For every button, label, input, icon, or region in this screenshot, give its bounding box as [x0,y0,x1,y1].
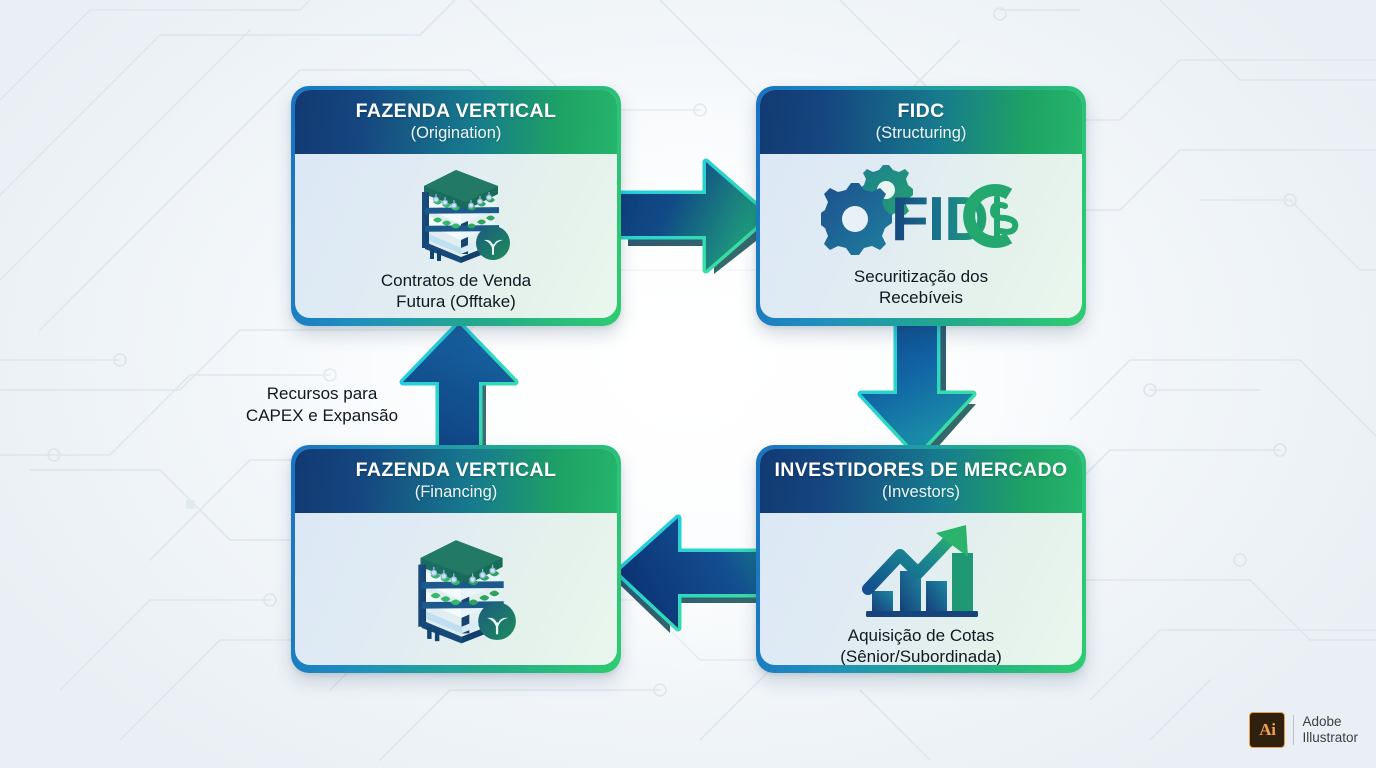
card-title: FIDC [897,100,945,122]
adobe-illustrator-watermark: Ai Adobe Illustrator [1249,712,1358,748]
caption-line2: Futura (Offtake) [396,292,516,312]
card-header-origination: FAZENDA VERTICAL (Origination) [295,90,617,154]
card-title: FAZENDA VERTICAL [355,459,557,481]
fidc-gears-dollar-icon: FID [821,164,1019,255]
dollar-c-icon [963,183,1019,248]
card-fidc-structuring[interactable]: FIDC (Structuring) FID [756,86,1086,326]
adobe-illustrator-icon: Ai [1249,712,1286,748]
caption-line1: Securitização dos [853,266,989,286]
arrow-investors-to-financing [614,514,776,633]
card-header-investors: INVESTIDORES DE MERCADO (Investors) [760,449,1082,513]
card-subtitle: (Structuring) [875,124,967,143]
watermark-text: Adobe Illustrator [1302,714,1358,746]
bar-1 [872,590,893,611]
bar-2 [900,570,921,611]
watermark-brand: Adobe [1302,714,1342,730]
card-subtitle: (Origination) [410,124,502,143]
caption-line1: Contratos de Venda [380,270,532,290]
bar-4 [952,552,973,611]
flow-label-line1: Recursos para [266,384,378,403]
card-header-structuring: FIDC (Structuring) [760,90,1082,154]
gear-large-icon [821,182,892,255]
growth-chart-arrow-icon [862,524,978,617]
card-caption-structuring: Securitização dos Recebíveis [854,266,988,310]
card-body-investors: Aquisição de Cotas (Sênior/Subordinada) [760,513,1082,665]
vertical-farm-icon [418,540,516,644]
flow-label-capex: Recursos para CAPEX e Expansão [232,383,412,427]
card-subtitle: (Investors) [882,483,960,502]
card-subtitle: (Financing) [414,483,498,502]
card-fazenda-vertical-financing[interactable]: FAZENDA VERTICAL (Financing) [291,445,621,673]
bar-3 [926,580,947,611]
watermark-product: Illustrator [1302,730,1358,745]
card-fazenda-vertical-origination[interactable]: FAZENDA VERTICAL (Origination) [291,86,621,326]
card-title: FAZENDA VERTICAL [355,100,557,122]
vertical-farm-icon [422,169,510,263]
card-caption-origination: Contratos de Venda Futura (Offtake) [381,270,531,314]
card-caption-investors: Aquisição de Cotas (Sênior/Subordinada) [840,625,1002,665]
card-body-origination: Contratos de Venda Futura (Offtake) [295,154,617,318]
card-body-financing [295,513,617,665]
card-body-structuring: FID Securitização dos Recebíveis [760,154,1082,318]
flow-label-line2: CAPEX e Expansão [245,406,399,426]
caption-line1: Aquisição de Cotas [847,625,995,645]
arrow-origination-to-structuring [612,158,772,274]
caption-line2: Recebíveis [878,288,964,308]
card-title: INVESTIDORES DE MERCADO [774,459,1068,481]
watermark-divider [1293,715,1295,745]
card-investidores-de-mercado[interactable]: INVESTIDORES DE MERCADO (Investors) [756,445,1086,673]
caption-line2: (Sênior/Subordinada) [840,647,1002,665]
card-header-financing: FAZENDA VERTICAL (Financing) [295,449,617,513]
